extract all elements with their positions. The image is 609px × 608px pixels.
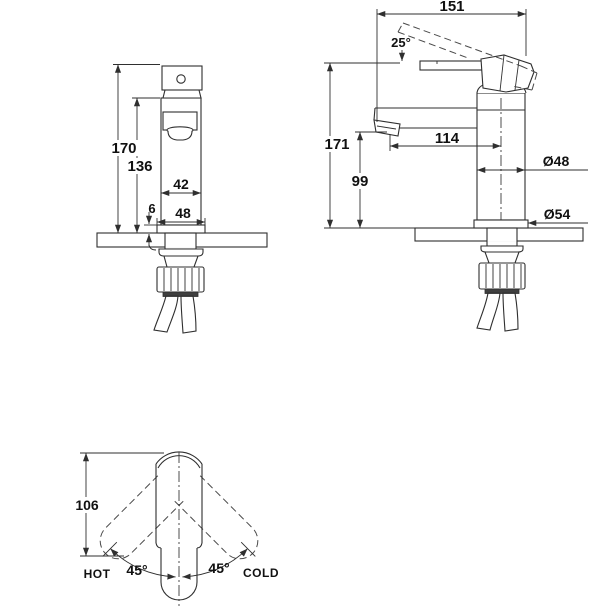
side-hose-left [476, 292, 501, 331]
front-view: 170 136 42 6 48 [96, 64, 268, 334]
front-mounting [153, 232, 205, 334]
front-hose-right [180, 295, 197, 334]
front-base-flange [156, 224, 206, 234]
front-neck [162, 89, 202, 99]
top-view: 106 45° 45° HOT COLD [70, 451, 279, 606]
side-faucet-body [373, 82, 529, 229]
dim-front-total-height: 170 [111, 140, 136, 157]
dim-front-flange-width: 48 [175, 205, 191, 221]
side-base-flange [473, 219, 529, 229]
front-counter [96, 232, 268, 248]
side-dimensions: 151 25° 171 114 99 Ø48 Ø54 [320, 0, 588, 229]
side-view: 151 25° 171 114 99 Ø48 Ø54 [320, 0, 588, 332]
top-dimensions: 106 45° 45° HOT COLD [70, 452, 279, 581]
front-handle-screw-hole [176, 74, 186, 84]
dim-side-body-diameter: Ø48 [543, 153, 570, 169]
side-counter [414, 227, 584, 242]
label-hot: HOT [84, 567, 111, 581]
side-mounting [476, 227, 526, 332]
dim-front-body-width: 42 [173, 176, 189, 192]
dim-side-handle-angle: 25° [391, 35, 411, 50]
top-swing-arc-right [182, 548, 248, 580]
dim-top-swing-right: 45° [208, 560, 229, 576]
dim-side-total-height: 171 [324, 136, 349, 153]
dim-front-upper-height: 136 [127, 158, 152, 175]
front-hose-left [153, 295, 179, 333]
dim-side-projection: 151 [439, 0, 464, 15]
front-faucet-body [156, 65, 206, 234]
dim-side-base-diameter: Ø54 [544, 206, 571, 222]
side-lever-grip [480, 54, 535, 93]
top-faucet-outline [155, 451, 203, 606]
side-handle [397, 22, 538, 93]
dim-top-swing-left: 45° [126, 562, 147, 578]
top-swing-arc-left [110, 548, 176, 580]
front-handle-block [161, 65, 203, 91]
dim-side-spout-height: 99 [352, 173, 369, 190]
dim-front-flange-height: 6 [148, 201, 155, 216]
label-cold: COLD [243, 566, 279, 580]
dim-side-spout-reach: 114 [435, 130, 460, 147]
front-dimensions: 170 136 42 6 48 [107, 64, 206, 251]
front-aerator-cup [167, 130, 193, 141]
side-handle-raised-dashed [397, 22, 538, 91]
side-hose-right [502, 292, 519, 332]
side-lever-bar [419, 60, 484, 71]
dim-top-depth: 106 [75, 497, 99, 513]
